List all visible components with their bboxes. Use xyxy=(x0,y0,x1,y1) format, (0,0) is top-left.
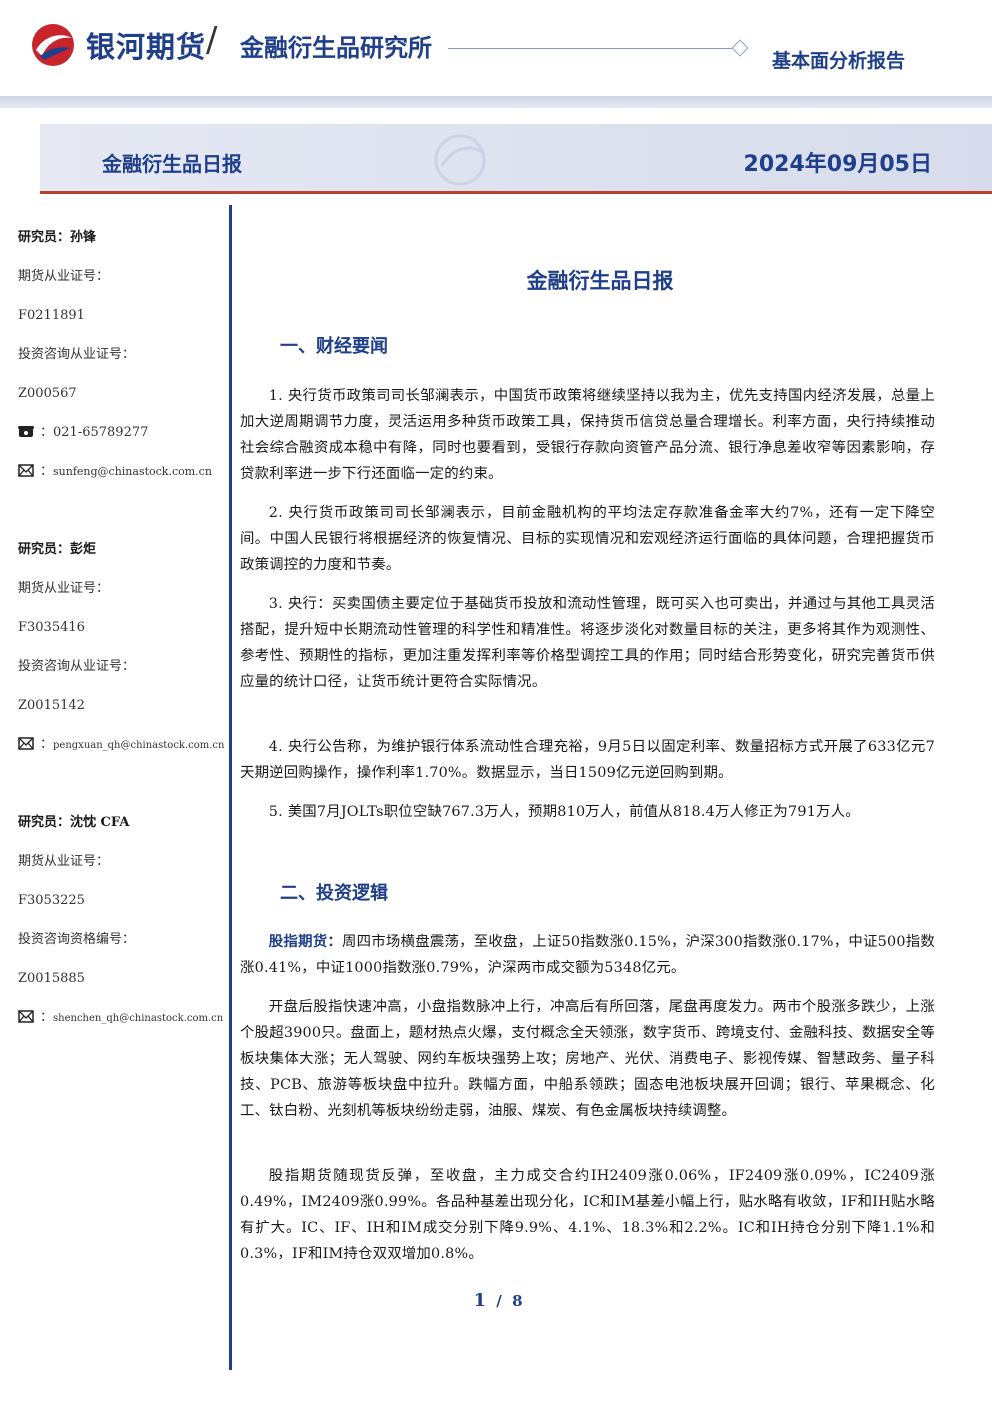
logic-paragraph: 开盘后股指快速冲高，小盘指数脉冲上行，冲高后有所回落，尾盘再度发力。两市个股涨多… xyxy=(240,999,935,1119)
researcher-name: 研究员：孙锋 xyxy=(18,230,97,245)
futures-cert-label: 期货从业证号： xyxy=(18,581,110,596)
envelope-icon xyxy=(18,1010,34,1023)
diamond-icon xyxy=(731,39,749,57)
sidebar-divider xyxy=(229,205,232,1370)
email-row: ：shenchen_qh@chinastock.com.cn xyxy=(18,1009,223,1048)
brand-name: 银河期货 xyxy=(86,30,207,64)
report-date: 2024年09月05日 xyxy=(743,152,932,177)
title-banner: 金融衍生品日报 2024年09月05日 xyxy=(40,124,992,194)
envelope-icon xyxy=(18,737,34,750)
researcher-name: 研究员：沈忱 CFA xyxy=(18,815,130,830)
current-page: 1 xyxy=(473,1290,487,1311)
futures-cert-number: F3053225 xyxy=(18,893,85,908)
phone-row: ：021-65789277 xyxy=(18,424,223,463)
futures-cert-number: F3035416 xyxy=(18,620,85,635)
email-link[interactable]: shenchen_qh@chinastock.com.cn xyxy=(53,1013,224,1024)
page-header: 银河期货 / 金融衍生品研究所 基本面分析报告 xyxy=(0,0,992,110)
advisory-cert-label: 投资咨询资格编号： xyxy=(18,932,136,947)
news-item: 1. 央行货币政策司司长邹澜表示，中国货币政策将继续坚持以我为主，优先支持国内经… xyxy=(240,388,935,482)
phone-number: 021-65789277 xyxy=(53,425,149,440)
page-separator: / xyxy=(496,1292,502,1310)
news-item: 5. 美国7月JOLTs职位空缺767.3万人，预期810万人，前值从818.4… xyxy=(268,804,860,820)
futures-cert-label: 期货从业证号： xyxy=(18,854,110,869)
researcher-card: 研究员：沈忱 CFA 期货从业证号： F3053225 投资咨询资格编号： Z0… xyxy=(18,814,223,1048)
logic-label: 股指期货： xyxy=(268,933,342,950)
banner-title: 金融衍生品日报 xyxy=(102,152,242,176)
news-item: 3. 央行：买卖国债主要定位于基础货币投放和流动性管理，既可买入也可卖出，并通过… xyxy=(240,596,935,690)
logic-text: 周四市场横盘震荡，至收盘，上证50指数涨0.15%，沪深300指数涨0.17%，… xyxy=(240,934,935,976)
header-bar xyxy=(0,96,992,108)
news-item: 4. 央行公告称，为维护银行体系流动性合理充裕，9月5日以固定利率、数量招标方式… xyxy=(240,739,935,781)
section-heading: 一、财经要闻 xyxy=(280,336,388,357)
page-number: 1 / 8 xyxy=(0,1290,992,1311)
report-type: 基本面分析报告 xyxy=(772,50,906,72)
advisory-cert-number: Z000567 xyxy=(18,386,77,401)
galaxy-logo-icon xyxy=(32,24,74,66)
email-link[interactable]: pengxuan_qh@chinastock.com.cn xyxy=(53,740,225,751)
futures-cert-number: F0211891 xyxy=(18,308,85,323)
advisory-cert-number: Z0015142 xyxy=(18,698,85,713)
email-row: ：sunfeng@chinastock.com.cn xyxy=(18,463,223,502)
total-pages: 8 xyxy=(512,1292,523,1310)
researcher-name: 研究员：彭炬 xyxy=(18,542,97,557)
phone-icon xyxy=(18,426,34,437)
email-link[interactable]: sunfeng@chinastock.com.cn xyxy=(53,465,212,478)
brand-separator: / xyxy=(206,20,218,60)
researcher-card: 研究员：彭炬 期货从业证号： F3035416 投资咨询从业证号： Z00151… xyxy=(18,541,225,775)
logic-paragraph: 股指期货随现货反弹，至收盘，主力成交合约IH2409涨0.06%，IF2409涨… xyxy=(240,1168,935,1262)
futures-cert-label: 期货从业证号： xyxy=(18,269,110,284)
header-rule xyxy=(448,48,734,49)
document-title: 金融衍生品日报 xyxy=(526,269,674,293)
watermark-logo-icon xyxy=(434,134,486,186)
envelope-icon xyxy=(18,464,34,477)
section-heading: 二、投资逻辑 xyxy=(280,883,388,904)
researcher-card: 研究员：孙锋 期货从业证号： F0211891 投资咨询从业证号： Z00056… xyxy=(18,229,223,502)
institute-name: 金融衍生品研究所 xyxy=(240,34,432,62)
advisory-cert-label: 投资咨询从业证号： xyxy=(18,347,136,362)
logic-paragraph: 股指期货：周四市场横盘震荡，至收盘，上证50指数涨0.15%，沪深300指数涨0… xyxy=(240,929,935,981)
advisory-cert-number: Z0015885 xyxy=(18,971,85,986)
news-item: 2. 央行货币政策司司长邹澜表示，目前金融机构的平均法定存款准备金率大约7%，还… xyxy=(240,505,935,573)
advisory-cert-label: 投资咨询从业证号： xyxy=(18,659,136,674)
email-row: ：pengxuan_qh@chinastock.com.cn xyxy=(18,736,225,775)
